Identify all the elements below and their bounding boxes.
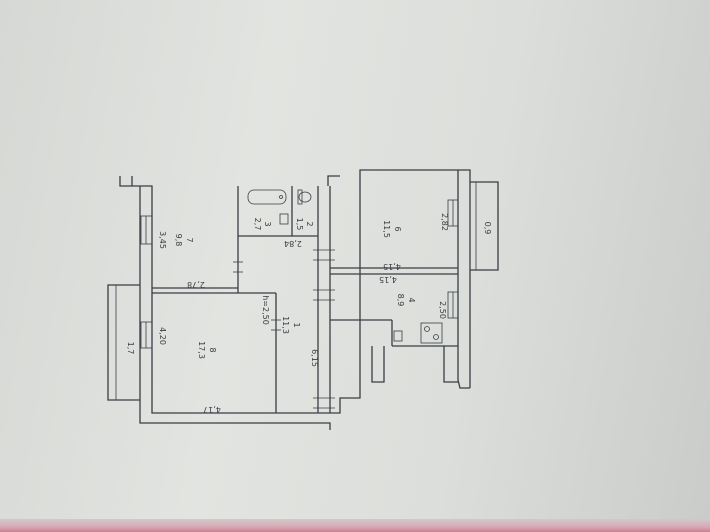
- svg-text:2,7: 2,7: [253, 218, 262, 231]
- svg-text:1,5: 1,5: [295, 218, 304, 231]
- svg-text:8: 8: [208, 347, 217, 352]
- stove-icon: [420, 322, 443, 344]
- sink-icon: [279, 213, 403, 342]
- windows: [140, 199, 459, 349]
- room-8-label: 8 17,3: [197, 341, 217, 359]
- room-4-label: 4 8,9: [396, 294, 416, 307]
- room-1-label: 1 11,3: [281, 316, 301, 334]
- paper-edge: [0, 519, 710, 532]
- svg-text:4: 4: [407, 297, 416, 302]
- toilet-icon: [297, 189, 312, 205]
- door-marks: [233, 249, 335, 409]
- exterior-walls: [119, 169, 471, 430]
- balcony-left-area: 1,7: [126, 342, 135, 355]
- room-7-label: 7 9,8: [174, 234, 194, 247]
- dimension-label: 4,15: [383, 262, 401, 271]
- svg-text:17,3: 17,3: [197, 341, 206, 359]
- balcony-left: [107, 284, 140, 401]
- bathtub-icon: [247, 189, 287, 205]
- balcony-right-area: 0,9: [483, 222, 492, 235]
- svg-text:3: 3: [263, 221, 272, 226]
- svg-text:1: 1: [292, 322, 301, 327]
- svg-text:11,3: 11,3: [281, 316, 290, 334]
- dimension-label: 4,20: [158, 327, 167, 345]
- dimension-label: 6,15: [310, 349, 319, 367]
- dimension-label: 4,17: [203, 405, 221, 414]
- svg-text:6: 6: [393, 226, 402, 231]
- svg-text:9,8: 9,8: [174, 234, 183, 247]
- dimension-label: 2,78: [187, 280, 205, 289]
- balcony-right: [470, 181, 499, 271]
- dimension-label: 4,15: [379, 275, 397, 284]
- dimension-label: 2,50: [438, 301, 447, 319]
- dimension-label: 3,45: [158, 231, 167, 249]
- dimension-label: h=2,50: [261, 295, 270, 325]
- svg-text:2: 2: [305, 221, 314, 226]
- svg-text:11,5: 11,5: [382, 220, 391, 238]
- svg-text:7: 7: [185, 237, 194, 242]
- interior-walls: [152, 186, 458, 413]
- room-2-label: 2 1,5: [295, 218, 314, 231]
- dimension-label: 2,82: [440, 213, 449, 231]
- dimension-label: 2,84: [284, 239, 302, 248]
- room-6-label: 6 11,5: [382, 220, 402, 238]
- svg-text:8,9: 8,9: [396, 294, 405, 307]
- room-3-label: 3 2,7: [253, 218, 272, 231]
